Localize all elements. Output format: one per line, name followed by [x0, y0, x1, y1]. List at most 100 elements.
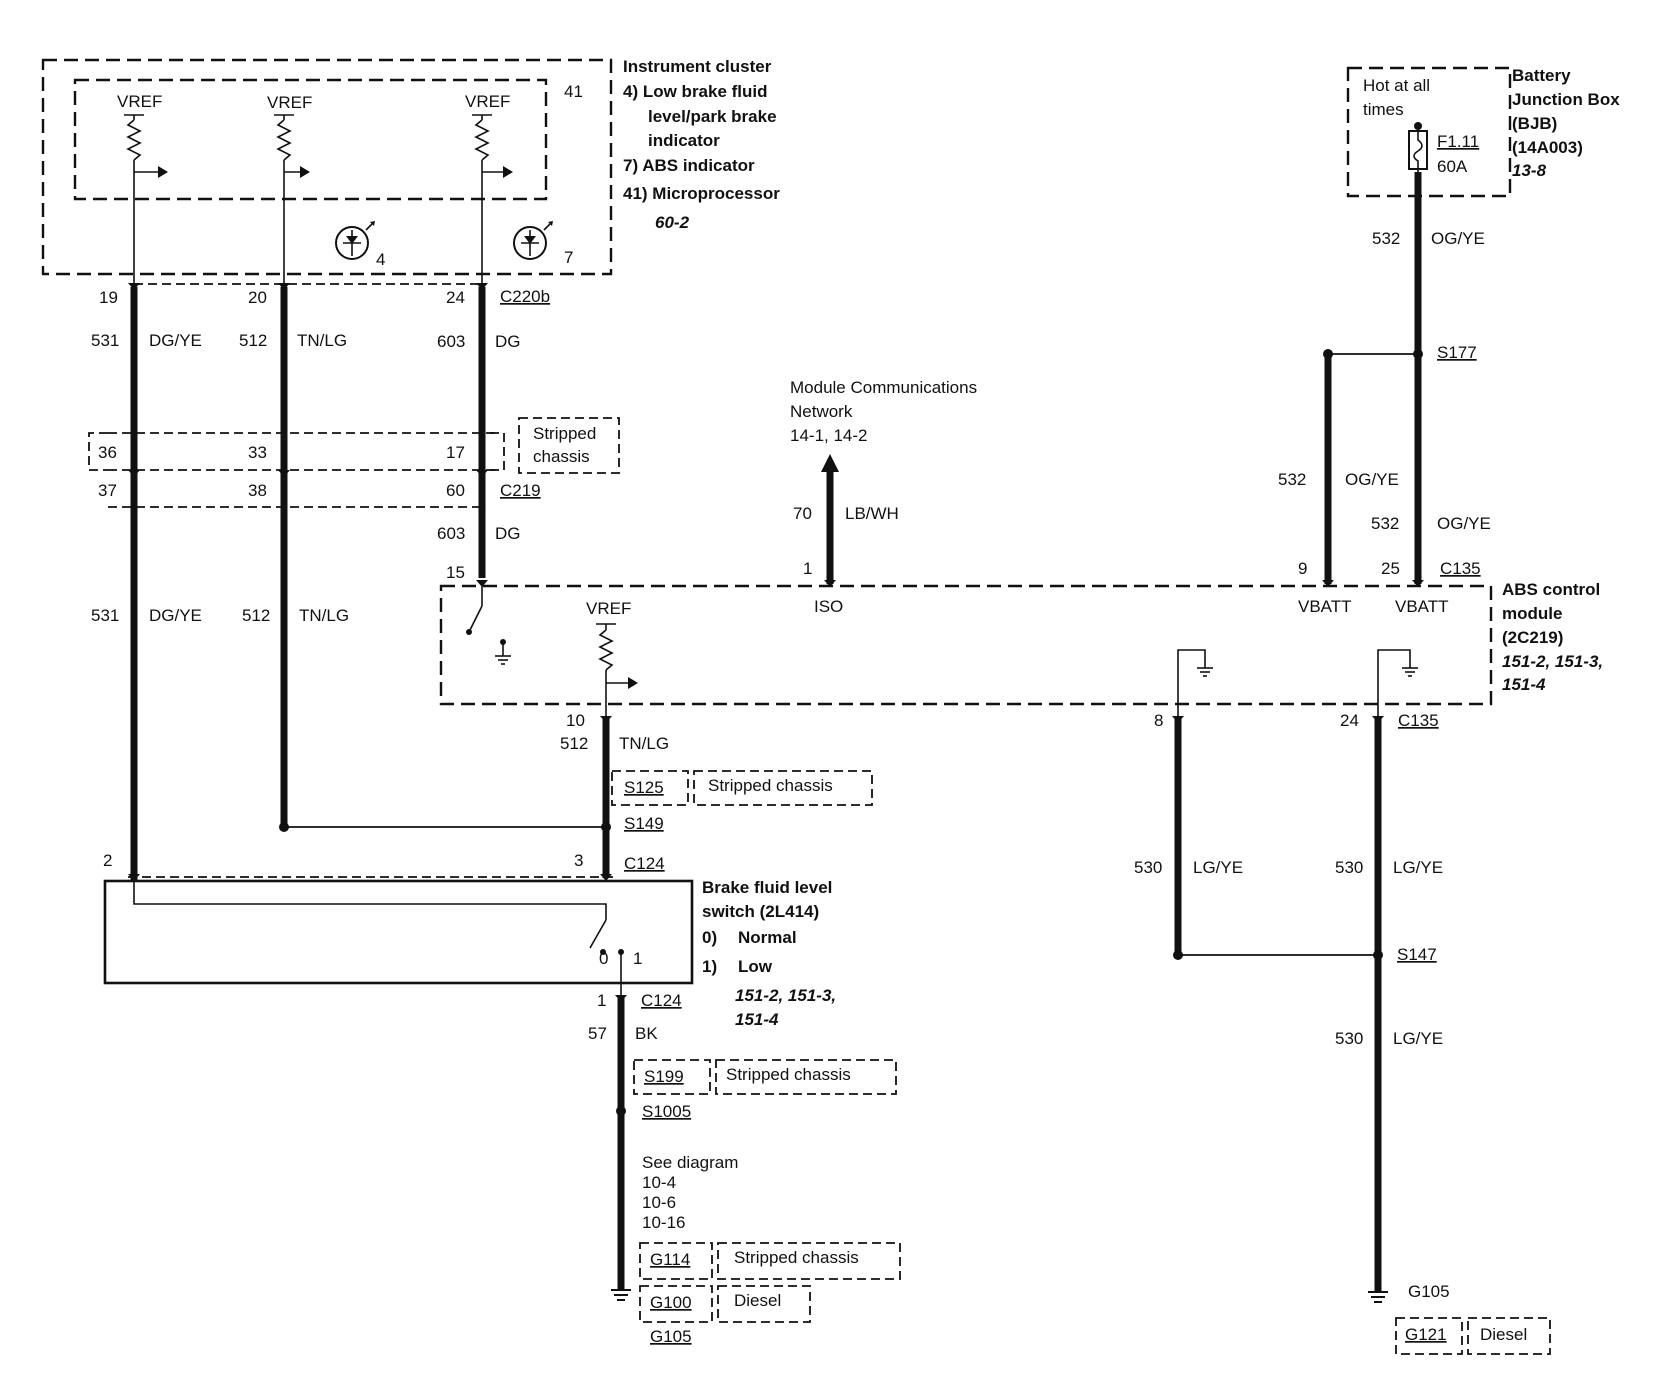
battery-junction-box: Hot at all times F1.11 60A Battery Junct… [1346, 66, 1620, 198]
pin-1-iso: 1 [803, 559, 812, 578]
connector-c220b-label: C220b [500, 287, 550, 306]
state-1-label: Low [738, 957, 773, 976]
connector-c219: 36 33 17 37 38 60 C219 Stripped chassis [88, 417, 620, 508]
pin-20: 20 [248, 288, 267, 307]
diagram-ref-1: 10-4 [642, 1173, 676, 1192]
bjb-title-2: Junction Box [1512, 90, 1620, 109]
pin-60: 60 [446, 481, 465, 500]
module-communications-network: Module Communications Network 14-1, 14-2… [790, 378, 977, 584]
splice-s149-label: S149 [624, 814, 664, 833]
abs-indicator-lamp-icon: 7 [513, 221, 573, 267]
instrument-cluster-title: Instrument cluster [623, 57, 772, 76]
times-label: times [1363, 100, 1404, 119]
connector-c220b: 19 20 24 C220b [99, 283, 550, 307]
splice-s147-label: S147 [1397, 945, 1437, 964]
brake-switch-title-1: Brake fluid level [702, 878, 832, 897]
vref-label-3: VREF [465, 92, 510, 111]
color-tn-lg-label-3: TN/LG [619, 734, 669, 753]
chassis-label: chassis [533, 447, 590, 466]
ground-g100-label: G100 [650, 1293, 692, 1312]
pin-9: 9 [1298, 559, 1307, 578]
abs-control-module: 9 25 C135 VREF ISO VBATT VBATT [439, 559, 1603, 722]
splice-s199-label: S199 [644, 1067, 684, 1086]
color-lb-wh-label: LB/WH [845, 504, 899, 523]
see-diagram-label: See diagram [642, 1153, 738, 1172]
hot-at-all-label: Hot at all [1363, 76, 1430, 95]
color-dg-label-2: DG [495, 524, 521, 543]
brake-fluid-level-switch: 2 3 C124 0 1 Brake fluid level switch (2… [103, 851, 836, 1029]
bjb-box [1346, 66, 1512, 198]
brake-switch-ref-1: 151-2, 151-3, [735, 986, 836, 1005]
splice-s147 [1373, 950, 1383, 960]
pin-17: 17 [446, 443, 465, 462]
stripped-chassis-label-3: Stripped chassis [734, 1248, 859, 1267]
bjb-ref: 13-8 [1512, 161, 1547, 180]
vref-resistor-1 [124, 114, 168, 285]
pin-10: 10 [566, 711, 585, 730]
abs-title-1: ABS control [1502, 580, 1600, 599]
pin-1-c124: 1 [597, 991, 606, 1010]
circuit-512-label: 512 [239, 331, 267, 350]
abs-title-3: (2C219) [1502, 628, 1563, 647]
pin-8: 8 [1154, 711, 1163, 730]
circuit-530-label-2: 530 [1335, 858, 1363, 877]
pin-2: 2 [103, 851, 112, 870]
switch-pos-0: 0 [599, 949, 608, 968]
vbatt-label-1: VBATT [1298, 597, 1352, 616]
connector-c124-top-label: C124 [624, 854, 665, 873]
circuit-532-label-3: 532 [1371, 514, 1399, 533]
stripped-label: Stripped [533, 424, 596, 443]
splice-s1005-label: S1005 [642, 1102, 691, 1121]
color-dg-ye-label-2: DG/YE [149, 606, 202, 625]
brake-switch-title-2: switch (2L414) [702, 902, 819, 921]
abs-module-box [439, 584, 1493, 706]
lamp-7-label: 7 [564, 248, 573, 267]
diagram-ref-3: 10-16 [642, 1213, 685, 1232]
abs-vref-label: VREF [586, 599, 631, 618]
microprocessor-box [73, 78, 548, 201]
ground-g114-label: G114 [650, 1250, 690, 1269]
bjb-title-4: (14A003) [1512, 138, 1583, 157]
color-og-ye-label: OG/YE [1431, 229, 1485, 248]
diagram-ref-2: 10-6 [642, 1193, 676, 1212]
diesel-label-2: Diesel [1480, 1325, 1527, 1344]
lamp-4-label: 4 [376, 250, 385, 269]
splice-s177-label: S177 [1437, 343, 1477, 362]
brake-indicator-lamp-icon: 4 [335, 221, 385, 269]
item-4-label-2: level/park brake [648, 107, 777, 126]
vref-label-2: VREF [267, 93, 312, 112]
switch-pos-1: 1 [633, 949, 642, 968]
abs-ref-2: 151-4 [1502, 675, 1546, 694]
pin-37: 37 [98, 481, 117, 500]
diesel-label-1: Diesel [734, 1291, 781, 1310]
pin-19: 19 [99, 288, 118, 307]
circuit-531-label: 531 [91, 331, 119, 350]
circuit-512-label-2: 512 [242, 606, 270, 625]
state-0-num: 0) [702, 928, 717, 947]
color-dg-ye-label: DG/YE [149, 331, 202, 350]
circuit-603-label-2: 603 [437, 524, 465, 543]
color-lg-ye-label: LG/YE [1193, 858, 1243, 877]
fuse-label: F1.11 [1437, 132, 1479, 151]
network-ref: 14-1, 14-2 [790, 426, 868, 445]
splice-s1005 [616, 1106, 626, 1116]
network-title-2: Network [790, 402, 853, 421]
pin-24-c135: 24 [1340, 711, 1359, 730]
color-tn-lg-label-2: TN/LG [299, 606, 349, 625]
brake-switch-box [103, 879, 694, 985]
circuit-532-label: 532 [1372, 229, 1400, 248]
network-title-1: Module Communications [790, 378, 977, 397]
arrow-up-icon [821, 454, 839, 472]
iso-label: ISO [814, 597, 843, 616]
circuit-57-label: 57 [588, 1024, 607, 1043]
circuit-531-label-2: 531 [91, 606, 119, 625]
pin-41-label: 41 [564, 82, 583, 101]
instrument-cluster-box [41, 58, 613, 276]
vref-resistor-3 [472, 114, 513, 285]
color-og-ye-label-3: OG/YE [1437, 514, 1491, 533]
item-4-label: 4) Low brake fluid [623, 82, 768, 101]
color-bk-label: BK [635, 1024, 658, 1043]
ground-g105-label-2: G105 [1408, 1282, 1450, 1301]
circuit-532-label-2: 532 [1278, 470, 1306, 489]
